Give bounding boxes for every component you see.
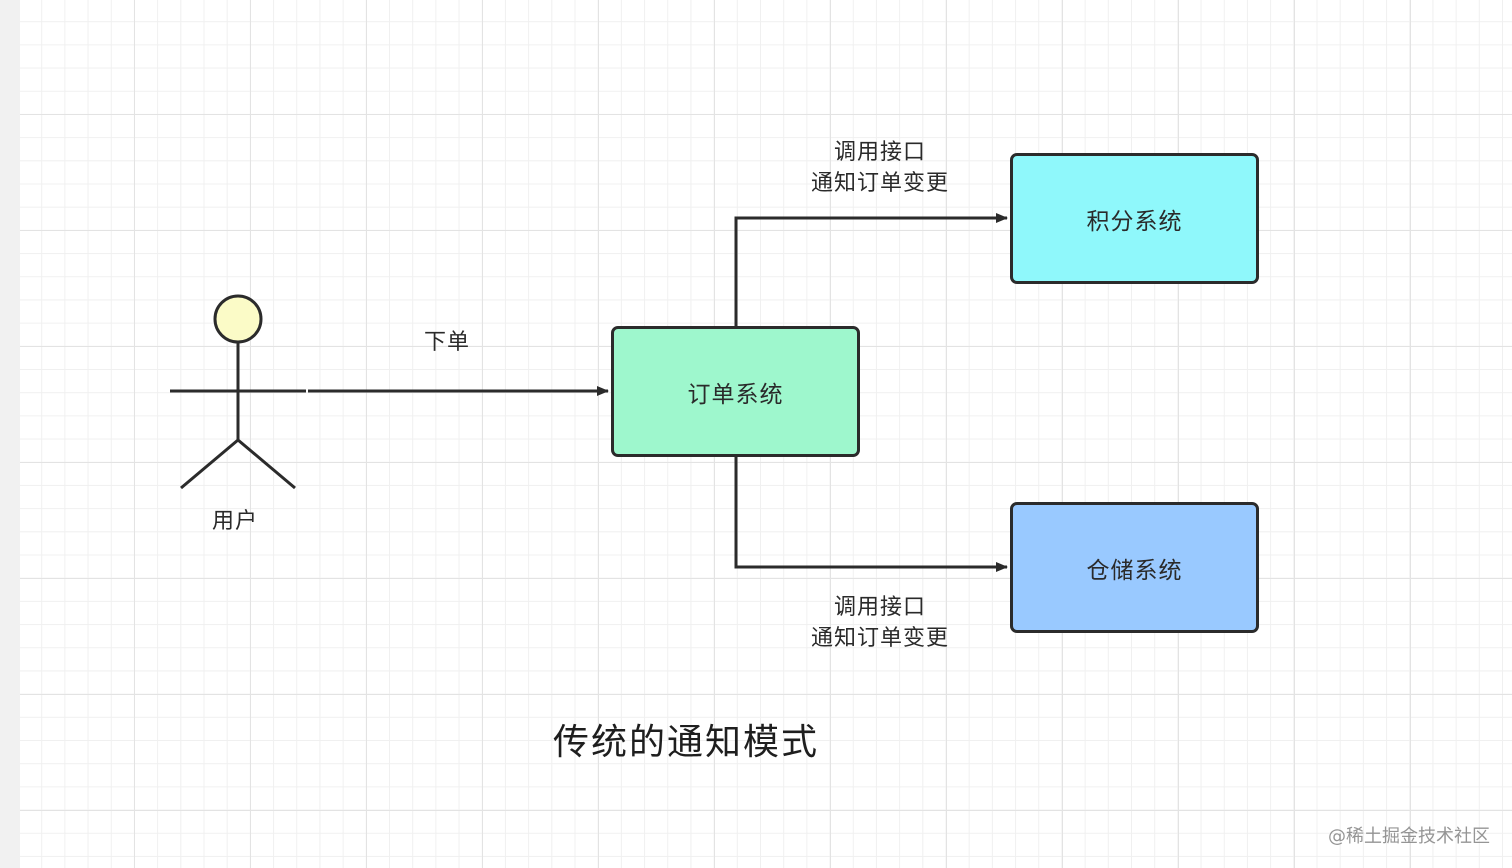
user-actor-label: 用户: [212, 509, 259, 534]
points-edge-label-line2: 通知订单变更: [810, 171, 949, 196]
actor-head: [213, 294, 263, 344]
storage-system-label: 仓储系统: [1086, 557, 1183, 584]
watermark-text: @稀土掘金技术社区: [1328, 826, 1490, 847]
points-system-node[interactable]: 积分系统: [1010, 153, 1259, 284]
points-edge-label-line1: 调用接口: [833, 140, 926, 165]
order-system-node[interactable]: 订单系统: [611, 326, 860, 457]
storage-edge-label-line1: 调用接口: [833, 595, 926, 620]
actor-right-leg: [237, 438, 296, 490]
diagram-title: 传统的通知模式: [553, 722, 820, 763]
points-edge-label: 调用接口 通知订单变更: [800, 137, 960, 199]
user-actor-figure: [170, 294, 306, 490]
edge-order-to-points: [734, 213, 1008, 326]
storage-edge-label-line2: 通知订单变更: [810, 626, 949, 651]
points-system-label: 积分系统: [1086, 208, 1183, 235]
edge-order-to-storage: [734, 457, 1008, 572]
storage-edge-label: 调用接口 通知订单变更: [800, 592, 960, 654]
storage-system-node[interactable]: 仓储系统: [1010, 502, 1259, 633]
actor-left-leg: [180, 438, 239, 490]
place-order-label: 下单: [424, 330, 471, 355]
order-system-label: 订单系统: [687, 381, 784, 408]
